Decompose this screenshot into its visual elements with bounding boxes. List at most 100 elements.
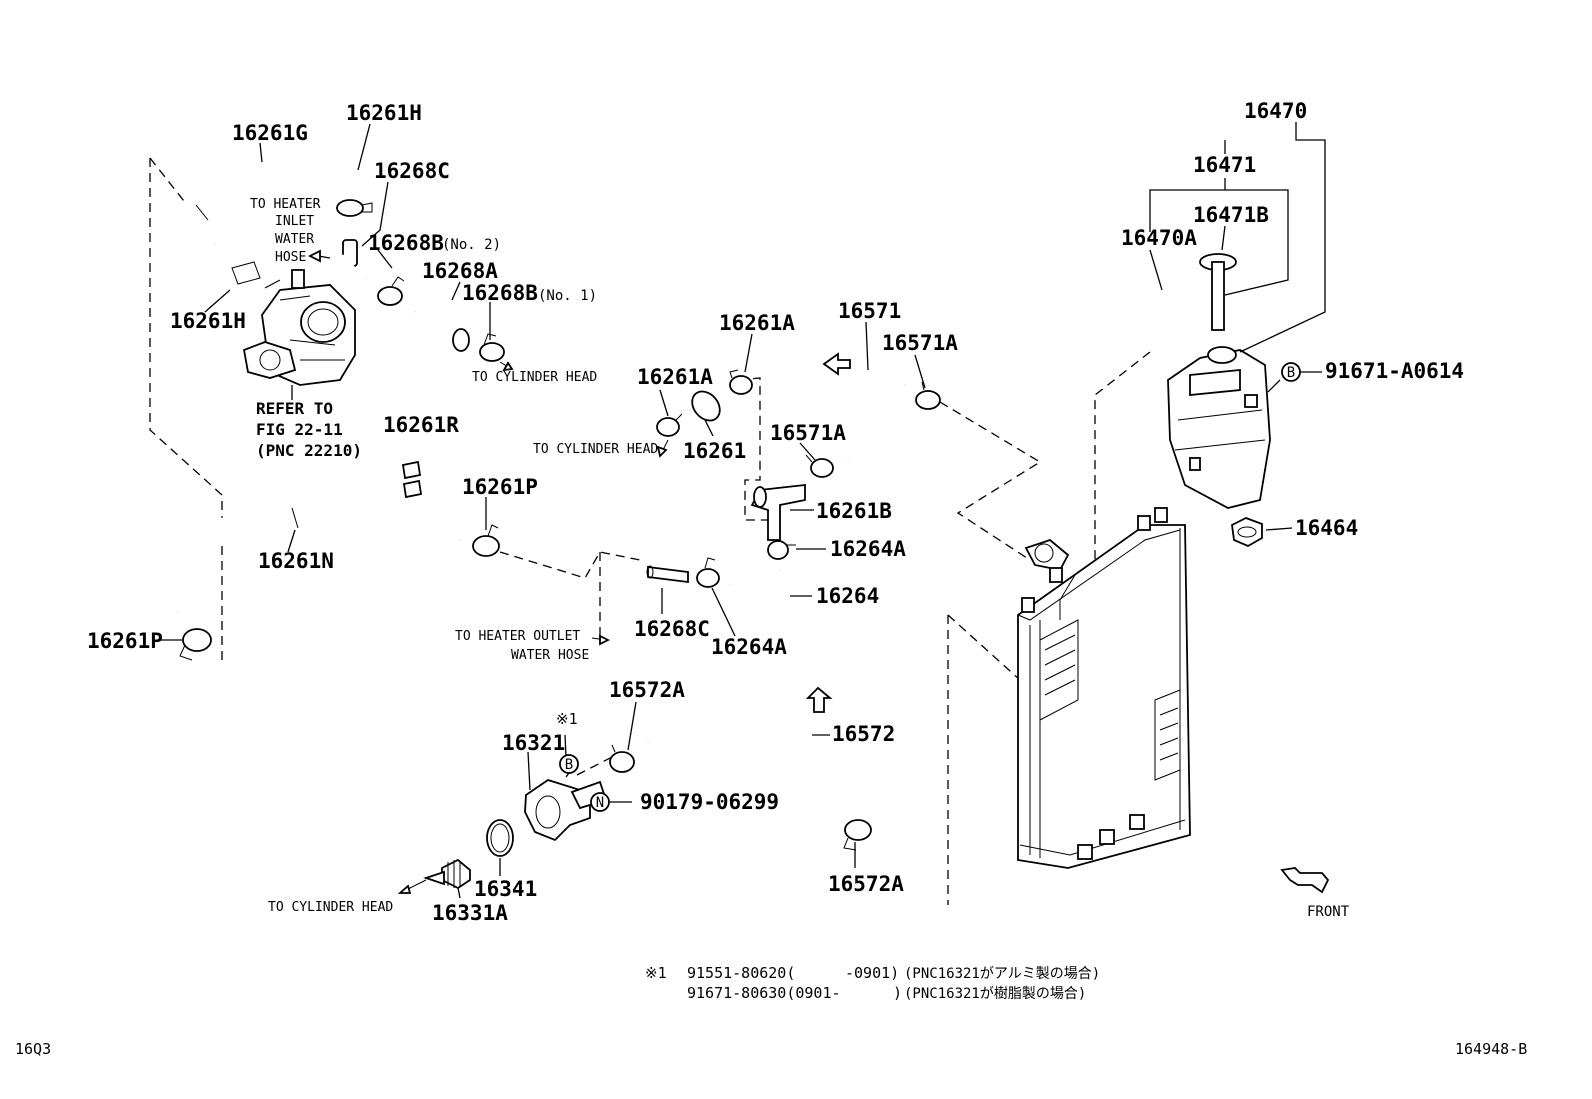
svg-text:B: B: [1287, 365, 1295, 381]
hose-16572[interactable]: [641, 674, 854, 831]
pipe-16268C-mid[interactable]: [646, 565, 689, 584]
part-labels: 16261G 16261H 16268C 16268B (No. 2) 1626…: [87, 99, 1464, 925]
clamp-16264A-right[interactable]: [767, 540, 796, 560]
label-16261: 16261: [683, 439, 746, 463]
label-16471B: 16471B: [1193, 203, 1269, 227]
clamp-16268B-no2[interactable]: [377, 276, 405, 306]
star1-marker: ※1: [556, 710, 578, 728]
note-heater-outlet-2: WATER HOSE: [511, 648, 589, 663]
marker-b-inlet: B: [559, 754, 579, 774]
footnote-line1-pn: 91551-80620(: [687, 964, 795, 982]
label-16268C-mid: 16268C: [634, 617, 710, 641]
routing-notes: TO HEATER INLET WATER HOSE TO CYLINDER H…: [250, 197, 1350, 920]
footnote-line1-range: -0901): [845, 964, 899, 982]
note-heater-inlet-3: WATER: [275, 232, 314, 247]
corner-id-right: 164948-B: [1455, 1040, 1527, 1058]
hose-16261N[interactable]: [141, 499, 463, 619]
footnote-line2-desc: (PNC16321が樹脂製の場合): [904, 986, 1086, 1002]
label-16571: 16571: [838, 299, 901, 323]
note-refer-1: REFER TO: [256, 399, 333, 418]
label-90179: 90179-06299: [640, 790, 779, 814]
label-16261P-mid: 16261P: [462, 475, 538, 499]
label-16268C-top: 16268C: [374, 159, 450, 183]
clamp-16261A-left[interactable]: [656, 413, 683, 437]
label-16572A-bottom: 16572A: [828, 872, 904, 896]
marker-b-reservoir: B: [1281, 362, 1301, 382]
label-16331A: 16331A: [432, 901, 508, 925]
clamp-16571A-top[interactable]: [915, 381, 941, 410]
clamp-16261P-left[interactable]: [179, 628, 212, 661]
footnote-line1-desc: (PNC16321がアルミ製の場合): [904, 966, 1100, 982]
arrow-to-heater-inlet: [307, 249, 321, 263]
clamp-16571A-mid[interactable]: [805, 454, 834, 478]
water-inlet-16321[interactable]: [524, 779, 608, 842]
clamp-16572A-bottom[interactable]: [843, 819, 872, 851]
label-16264A-bottom: 16264A: [711, 635, 787, 659]
arrow-to-cylinder-head-top: [499, 361, 514, 372]
label-16341: 16341: [474, 877, 537, 901]
label-16471: 16471: [1193, 153, 1256, 177]
note-refer-3: (PNC 22210): [256, 441, 362, 460]
hose-16261G[interactable]: [179, 118, 361, 250]
label-16264: 16264: [816, 584, 879, 608]
clamp-16261A-top[interactable]: [729, 369, 753, 395]
label-16572A-top: 16572A: [609, 678, 685, 702]
hose-16268A[interactable]: [409, 303, 470, 352]
label-16261G: 16261G: [232, 121, 308, 145]
hose-16261[interactable]: [680, 386, 726, 440]
note-heater-inlet-1: TO HEATER: [250, 197, 321, 212]
gasket-16341[interactable]: [486, 819, 514, 857]
label-16571A-top: 16571A: [882, 331, 958, 355]
hose-16571[interactable]: [842, 366, 908, 471]
svg-text:B: B: [565, 757, 573, 773]
label-16470: 16470: [1244, 99, 1307, 123]
label-16571A-mid: 16571A: [770, 421, 846, 445]
label-16261H-left: 16261H: [170, 309, 246, 333]
clamp-16261H-top[interactable]: [336, 199, 373, 217]
corner-id-left: 16Q3: [15, 1040, 51, 1058]
radiator[interactable]: [1017, 507, 1191, 869]
clamp-16264A-bottom[interactable]: [696, 557, 720, 588]
thermostat-16331A[interactable]: [423, 858, 471, 890]
label-16261H-top: 16261H: [346, 101, 422, 125]
reservoir-tank[interactable]: [1167, 346, 1271, 509]
cap-16471B[interactable]: [1199, 253, 1237, 331]
clamp-16572A-top[interactable]: [609, 744, 635, 773]
clamp-16261P-mid[interactable]: [472, 524, 500, 557]
label-16268B-no2: 16268B: [368, 231, 444, 255]
pipe-16261B[interactable]: [750, 483, 806, 541]
clamp-16268B-no1[interactable]: [479, 333, 505, 362]
label-16261P-left: 16261P: [87, 629, 163, 653]
arrow-to-cylinder-head-bottom: [397, 879, 427, 894]
note-cyl-head-bottom: TO CYLINDER HEAD: [268, 900, 393, 915]
pipe-16268C-top[interactable]: [324, 239, 368, 283]
note-heater-outlet-1: TO HEATER OUTLET: [455, 629, 580, 644]
label-16261B: 16261B: [816, 499, 892, 523]
hose-16470A[interactable]: [1146, 264, 1201, 354]
grommet-16464[interactable]: [1231, 517, 1263, 548]
note-refer-2: FIG 22-11: [256, 420, 343, 439]
throttle-body[interactable]: [231, 261, 356, 386]
note-heater-inlet-2: INLET: [275, 214, 314, 229]
leader-lines: [158, 122, 1326, 899]
hose-16264[interactable]: [725, 565, 803, 616]
label-16464: 16464: [1295, 516, 1358, 540]
note-cyl-head-top: TO CYLINDER HEAD: [472, 370, 597, 385]
label-16261R: 16261R: [383, 413, 459, 437]
label-no2: (No. 2): [442, 237, 501, 253]
footnote-mark: ※1: [645, 964, 667, 982]
note-cyl-head-mid: TO CYLINDER HEAD: [533, 442, 658, 457]
label-16268A: 16268A: [422, 259, 498, 283]
note-front: FRONT: [1307, 904, 1350, 920]
footnote: ※1 91551-80620( -0901) (PNC16321がアルミ製の場合…: [645, 964, 1100, 1002]
flow-arrow-16571: [822, 352, 851, 376]
label-91671: 91671-A0614: [1325, 359, 1464, 383]
clip-16261R[interactable]: [401, 460, 423, 499]
front-arrow-icon: [1280, 867, 1330, 894]
flow-arrow-16572: [805, 686, 833, 713]
footnote-line2-pn: 91671-80630(0901-: [687, 984, 841, 1002]
footnote-line2-range: ): [893, 984, 902, 1002]
arrow-to-heater-outlet: [591, 634, 611, 646]
